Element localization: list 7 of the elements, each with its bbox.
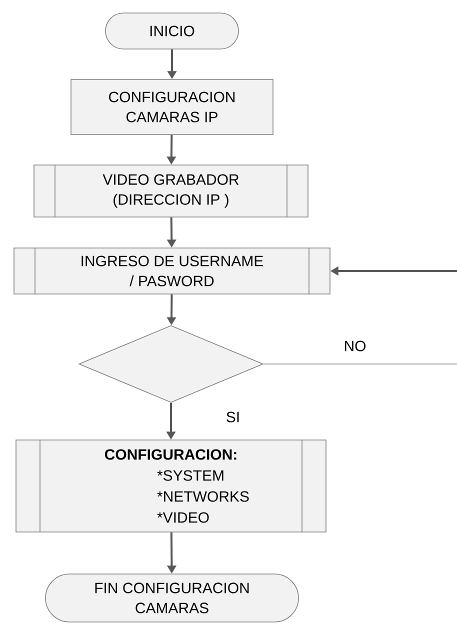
subprocess-box: CONFIGURACION: *SYSTEM *NETWORKS *VIDEO	[16, 440, 326, 532]
process-box: CONFIGURACION CAMARAS IP	[70, 79, 274, 135]
terminal-oval: FIN CONFIGURACION CAMARAS	[45, 574, 299, 622]
subprocess-box: VIDEO GRABADOR (DIRECCION IP )	[34, 164, 308, 218]
edge-label: NO	[344, 340, 366, 352]
subprocess-box: INGRESO DE USERNAME / PASWORD	[14, 248, 330, 294]
edge-label: SI	[226, 412, 239, 422]
